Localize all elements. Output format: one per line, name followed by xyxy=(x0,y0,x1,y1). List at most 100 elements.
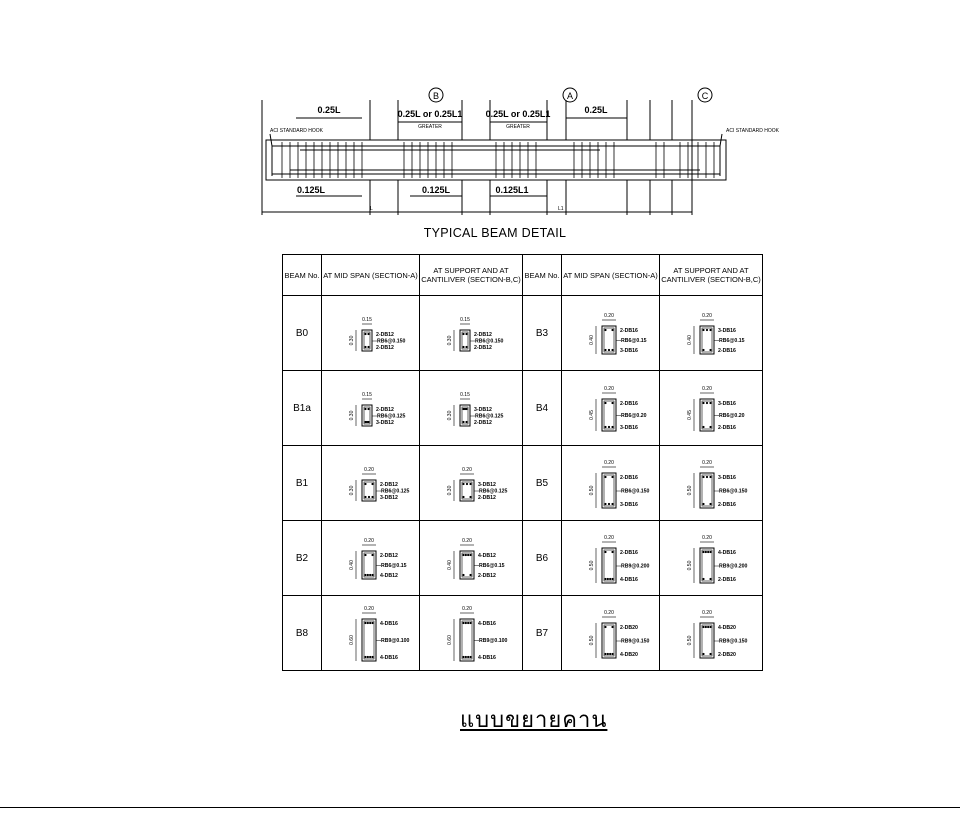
height-dimension-label: 0.40 xyxy=(589,335,595,345)
stirrup-label: RB6@0.20 xyxy=(621,413,647,419)
bottom-bar-label: 3-DB16 xyxy=(620,425,638,431)
bottom-rebar-dot xyxy=(371,495,374,499)
header-support: AT SUPPORT AND AT CANTILIVER (SECTION-B,… xyxy=(659,254,763,296)
beam-number: B7 xyxy=(522,595,562,671)
bottom-rebar-dot xyxy=(607,425,611,429)
top-bar-label: 4-DB16 xyxy=(718,550,736,556)
height-dimension-label: 0.40 xyxy=(447,560,453,570)
top-rebar-dot xyxy=(707,625,710,629)
bottom-rebar-dot xyxy=(709,577,712,581)
top-bar-label: 2-DB20 xyxy=(620,625,638,631)
top-bar-label: 2-DB12 xyxy=(376,332,394,338)
top-rebar-dot xyxy=(364,553,367,557)
bottom-rebar-dot xyxy=(371,655,374,659)
bottom-rebar-dot xyxy=(469,495,472,499)
bottom-rebar-dot xyxy=(709,425,712,429)
height-dimension-label: 0.60 xyxy=(447,635,453,645)
bottom-rebar-dot xyxy=(607,348,611,352)
width-dimension-label: 0.20 xyxy=(364,606,374,612)
top-bar-label: 3-DB12 xyxy=(478,482,496,488)
bottom-bar-label: 4-DB16 xyxy=(620,577,638,583)
stirrup-outline xyxy=(461,406,469,425)
height-dimension-label: 0.40 xyxy=(349,560,355,570)
bottom-rebar-dot xyxy=(371,573,374,577)
typical-beam-detail-drawing: B A C 0.25L 0.25L or 0.25L1 0.25L or 0.2… xyxy=(261,87,780,215)
bottom-rebar-dot xyxy=(611,577,614,581)
width-dimension-label: 0.20 xyxy=(702,460,712,466)
bottom-rebar-dot xyxy=(462,495,465,499)
section-outline xyxy=(601,622,617,659)
top-rebar-dot xyxy=(709,328,712,332)
height-dimension-label: 0.30 xyxy=(447,485,453,495)
bottom-rebar-dot xyxy=(469,573,472,577)
header-row: BEAM No. AT MID SPAN (SECTION-A) AT SUPP… xyxy=(282,254,763,296)
beam-number: B0 xyxy=(282,295,322,371)
top-rebar-dot xyxy=(371,482,374,486)
width-dimension-label: 0.15 xyxy=(362,392,372,398)
bottom-bar-label: 2-DB16 xyxy=(718,425,736,431)
top-bar-label: 3-DB16 xyxy=(718,328,736,334)
hook-note-right: ACI STANDARD HOOK xyxy=(726,128,780,134)
width-dimension-label: 0.20 xyxy=(604,535,614,541)
bottom-rebar-dot xyxy=(604,577,607,581)
beam-schedule-body: BEAM No. AT MID SPAN (SECTION-A) AT SUPP… xyxy=(282,254,763,671)
bottom-rebar-dot xyxy=(367,420,370,424)
height-dimension-label: 0.45 xyxy=(687,410,693,420)
header-support: AT SUPPORT AND AT CANTILIVER (SECTION-B,… xyxy=(419,254,523,296)
bottom-rebar-dot xyxy=(604,348,607,352)
greater-note-2: GREATER xyxy=(506,124,530,130)
beam-detail-caption: TYPICAL BEAM DETAIL xyxy=(423,226,567,240)
top-rebar-dot xyxy=(469,482,472,486)
top-rebar-dot xyxy=(367,407,370,411)
section-outline xyxy=(459,404,471,427)
width-dimension-label: 0.20 xyxy=(364,467,374,473)
top-rebar-dot xyxy=(611,401,614,405)
stirrup-label: RB9@0.100 xyxy=(381,638,410,644)
top-rebar-dot xyxy=(465,482,469,486)
beam-number: B2 xyxy=(282,520,322,596)
stirrup-label: RB6@0.150 xyxy=(719,489,748,495)
section-outline xyxy=(459,550,475,580)
top-rebar-dot xyxy=(707,550,710,554)
top-rebar-dot xyxy=(467,621,470,625)
bottom-rebar-dot xyxy=(709,348,712,352)
bottom-bar-label: 3-DB16 xyxy=(620,502,638,508)
top-rebar-dot xyxy=(462,482,465,486)
stirrup-label: RB6@0.15 xyxy=(621,338,647,344)
bottom-rebar-dot xyxy=(611,425,614,429)
section-outline xyxy=(459,329,471,352)
grid-marker-c: C xyxy=(702,91,709,101)
width-dimension-label: 0.20 xyxy=(702,610,712,616)
bottom-rebar-dot xyxy=(462,345,465,349)
bottom-rebar-dot xyxy=(606,652,609,656)
stirrup-label: RB6@0.150 xyxy=(475,339,504,345)
top-rebar-dot xyxy=(604,550,607,554)
stirrup-outline xyxy=(603,549,615,582)
bottom-rebar-dot xyxy=(364,655,367,659)
bottom-bar-label: 2-DB16 xyxy=(718,348,736,354)
beam-number: B3 xyxy=(522,295,562,371)
bottom-rebar-dot xyxy=(469,655,472,659)
top-rebar-dot xyxy=(364,407,367,411)
stirrup-label: RB9@0.200 xyxy=(719,564,748,570)
bottom-rebar-dot xyxy=(702,348,705,352)
width-dimension-label: 0.15 xyxy=(460,317,470,323)
dim-bottom-1: 0.125L xyxy=(297,185,326,195)
